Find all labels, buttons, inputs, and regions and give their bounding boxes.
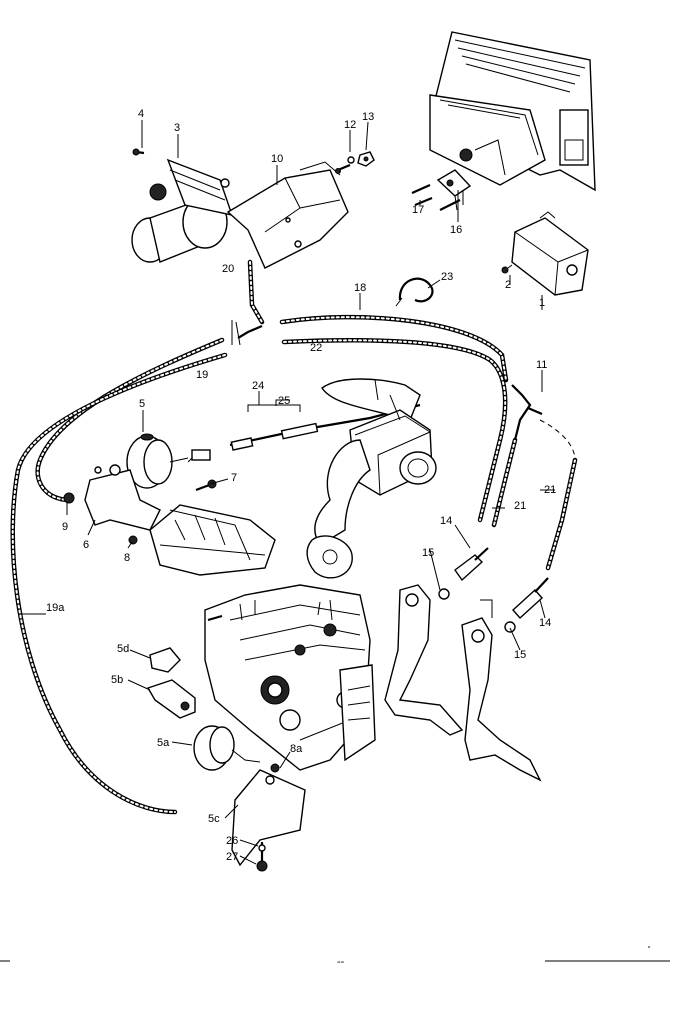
vacuum-hoses — [10, 259, 578, 815]
pump-actuator-parts — [146, 647, 306, 872]
callout-21-left: 21 — [514, 500, 526, 512]
throttle-body — [306, 378, 437, 579]
callout-23: 23 — [441, 271, 453, 283]
callout-19a: 19a — [46, 602, 65, 614]
small-fasteners-top — [335, 151, 375, 174]
callout-4: 4 — [138, 108, 144, 120]
callout-9: 9 — [62, 521, 68, 533]
callout-26: 26 — [226, 835, 238, 847]
callout-22: 22 — [310, 342, 322, 354]
callout-14-left: 14 — [440, 515, 452, 527]
engine-cover — [149, 504, 276, 576]
callout-16: 16 — [450, 224, 462, 236]
callout-5d: 5d — [117, 643, 129, 655]
vacuum-actuator-assembly — [131, 148, 349, 269]
vacuum-unit-5 — [63, 433, 217, 545]
callout-15-left: 15 — [422, 547, 434, 559]
leader-lines — [20, 120, 555, 865]
callout-13: 13 — [362, 111, 374, 123]
callout-15-right: 15 — [514, 649, 526, 661]
callout-18: 18 — [354, 282, 366, 294]
page-footer: -- — [0, 946, 670, 968]
callout-20: 20 — [222, 263, 234, 275]
callout-17: 17 — [412, 204, 424, 216]
callout-21-right: 21 — [544, 484, 556, 496]
callout-19: 19 — [196, 369, 208, 381]
callout-12: 12 — [344, 119, 356, 131]
callout-8a: 8a — [290, 743, 303, 755]
callout-5b: 5b — [111, 674, 123, 686]
callout-labels: 4 3 10 12 13 17 16 2 1 20 23 18 22 19 11… — [46, 108, 556, 863]
callout-5a: 5a — [157, 737, 170, 749]
callout-8: 8 — [124, 552, 130, 564]
callout-5c: 5c — [208, 813, 220, 825]
callout-25: 25 — [278, 395, 290, 407]
callout-3: 3 — [174, 122, 180, 134]
control-module — [501, 211, 589, 296]
hose-clamp — [395, 277, 434, 307]
callout-27: 27 — [226, 851, 238, 863]
callout-1: 1 — [539, 297, 545, 309]
callout-11: 11 — [536, 359, 547, 371]
callout-14-right: 14 — [539, 617, 551, 629]
callout-5: 5 — [139, 398, 145, 410]
vacuum-switches — [438, 547, 549, 633]
dashboard-panel — [429, 31, 596, 192]
pedal-assembly — [384, 584, 542, 782]
callout-24: 24 — [252, 380, 264, 392]
callout-10: 10 — [271, 153, 283, 165]
switch-bracket — [411, 169, 472, 211]
footer-center-mark: -- — [337, 956, 345, 968]
callout-7: 7 — [231, 472, 237, 484]
injection-pump — [204, 584, 376, 771]
callout-6: 6 — [83, 539, 89, 551]
callout-2: 2 — [505, 279, 511, 291]
